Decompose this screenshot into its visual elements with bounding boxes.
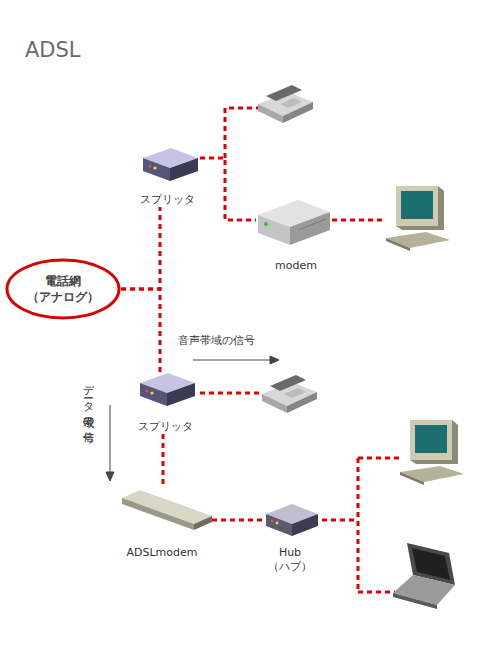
node-label: 電話網 （アナログ）	[18, 273, 108, 305]
modem-icon	[258, 200, 330, 245]
arrow-line	[193, 360, 272, 361]
node-label: ADSLmodem	[126, 546, 197, 560]
node-label: スプリッタ	[140, 193, 195, 207]
dashed-connector	[162, 434, 165, 485]
node-label: スプリッタ	[138, 420, 193, 434]
splitter-icon	[140, 373, 195, 406]
phone-wire	[225, 108, 258, 158]
node-label: Hub （ハブ）	[262, 546, 318, 574]
pc-wire	[332, 219, 384, 222]
modem-node: modem	[256, 198, 336, 273]
lan-wire	[322, 458, 400, 592]
dashed-connector	[200, 158, 256, 220]
adsl-modem-icon	[122, 490, 212, 530]
arrow-head	[106, 472, 114, 481]
phone-icon	[258, 85, 313, 123]
signal-label: 音声帯域の信号	[178, 333, 255, 348]
laptop-icon	[393, 543, 455, 609]
network-ellipse: 電話網 （アナログ）	[5, 258, 121, 320]
ellipse-shape	[7, 260, 119, 318]
splitter-icon	[143, 148, 198, 181]
signal-label-vertical: データ帯域の信号	[80, 378, 95, 425]
ellipse-outline	[5, 258, 121, 320]
pc-icon	[386, 186, 450, 251]
splitter-node: スプリッタ	[135, 145, 200, 207]
dashed-connector	[121, 289, 160, 372]
node-label: modem	[275, 259, 317, 273]
hub-node: Hub （ハブ）	[262, 502, 318, 574]
arrow-head	[270, 356, 279, 364]
phone-wire	[200, 392, 262, 395]
splitter-node: スプリッタ	[130, 372, 200, 434]
wire	[200, 108, 400, 592]
phone-icon	[262, 375, 317, 413]
hub-icon	[266, 504, 318, 536]
arrow-line	[110, 405, 111, 474]
diagram-title: ADSL	[25, 38, 81, 62]
pc-icon	[400, 420, 464, 485]
signal-arrow	[106, 356, 279, 481]
dashed-connector	[121, 207, 160, 289]
dashed-connector	[212, 519, 262, 522]
adsl-modem-node: ADSLmodem	[112, 485, 212, 560]
